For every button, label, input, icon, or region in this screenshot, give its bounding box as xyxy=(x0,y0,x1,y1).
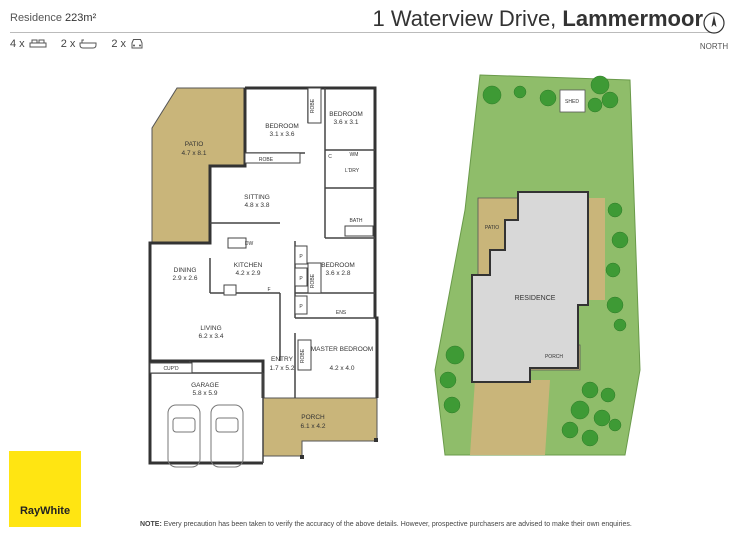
room-dims: 3.6 x 2.8 xyxy=(326,270,351,277)
room-dims: 3.6 x 3.1 xyxy=(334,119,359,126)
laundry-label: L'DRY xyxy=(345,168,360,174)
room-dims: 3.1 x 3.6 xyxy=(270,131,295,138)
residence-label: Residence xyxy=(10,12,62,24)
room-dims: 1.7 x 5.2 xyxy=(270,365,295,372)
room-dims: 6.2 x 3.4 xyxy=(199,333,224,340)
room-dims: 6.1 x 4.2 xyxy=(301,423,326,430)
fridge-label: F xyxy=(267,287,270,293)
wm-label: WM xyxy=(350,152,359,158)
cupboard-box xyxy=(149,362,193,374)
room-name: PATIO xyxy=(185,141,204,148)
brand-name: RayWhite xyxy=(19,505,71,517)
trees xyxy=(439,75,629,447)
pantry-label: P xyxy=(299,276,303,282)
room-dims: 5.8 x 5.9 xyxy=(193,390,218,397)
bathrooms-count: 2 x xyxy=(60,38,76,50)
room-name: BEDROOM xyxy=(265,123,299,130)
disclaimer-note: NOTE: Every precaution has been taken to… xyxy=(140,521,632,528)
bedrooms-count: 4 x xyxy=(10,38,25,50)
bathtub xyxy=(344,225,374,237)
room-name: BEDROOM xyxy=(329,111,363,118)
bedrooms-feature: 4 x xyxy=(10,38,47,50)
exterior-walls xyxy=(148,86,379,465)
robe-box xyxy=(307,87,322,124)
raywhite-logo: RayWhite xyxy=(9,451,81,527)
room-name: PORCH xyxy=(301,414,325,421)
header-divider xyxy=(10,32,710,33)
room-dims: 4.2 x 2.9 xyxy=(236,270,261,277)
carspaces-feature: 2 x xyxy=(111,38,144,50)
pantry-box xyxy=(294,267,308,287)
bathrooms-feature: 2 x xyxy=(61,38,98,50)
bed-icon xyxy=(29,39,47,48)
robe-box xyxy=(307,262,322,294)
dishwasher-box xyxy=(227,237,247,249)
robe-label: ROBE xyxy=(259,157,274,163)
north-compass: NORTH xyxy=(694,12,734,51)
pantry-label: P xyxy=(299,254,303,260)
site-porch-label: PORCH xyxy=(545,354,563,360)
note-label: NOTE: xyxy=(140,521,162,528)
room-name: DINING xyxy=(174,267,197,274)
robe-box xyxy=(297,339,312,371)
robe-label: ROBE xyxy=(300,348,306,363)
pantry-label: P xyxy=(299,304,303,310)
robe-strip xyxy=(244,152,301,164)
cupboard-c-label: C xyxy=(328,154,332,160)
driveway-area xyxy=(470,380,550,455)
cupboard-label: CUP'D xyxy=(163,366,179,372)
feature-summary: 4 x 2 x 2 x xyxy=(10,38,144,50)
room-name: KITCHEN xyxy=(234,262,263,269)
room-name: SITTING xyxy=(244,194,270,201)
address-street: 1 Waterview Drive, xyxy=(372,6,563,31)
note-text: Every precaution has been taken to verif… xyxy=(161,521,632,528)
room-name: MASTER BEDROOM xyxy=(311,346,373,353)
car-icon xyxy=(131,39,143,49)
robe-label: ROBE xyxy=(310,273,316,288)
ensuite-label: ENS xyxy=(336,310,347,316)
residence-area-value: 223m² xyxy=(65,12,97,24)
room-name: ENTRY xyxy=(271,356,294,363)
site-patio-label: PATIO xyxy=(485,225,499,231)
shed-footprint xyxy=(559,89,586,113)
site-plan: SHED PATIO RESIDENCE PORCH xyxy=(434,74,641,456)
room-name: GARAGE xyxy=(191,382,219,389)
residence-area: Residence 223m² xyxy=(10,12,96,24)
room-name: LIVING xyxy=(200,325,221,332)
pantry-box xyxy=(294,245,308,265)
dishwasher-label: DW xyxy=(245,241,254,247)
residence-footprint xyxy=(471,191,589,383)
floor-plan: PATIO 4.7 x 8.1 BEDROOM 3.1 x 3.6 BEDROO… xyxy=(148,86,379,468)
cooktop xyxy=(223,284,237,296)
robe-label: ROBE xyxy=(310,98,316,113)
bath-icon xyxy=(79,39,97,49)
room-dims: 2.9 x 2.6 xyxy=(173,275,198,282)
pantry-box xyxy=(294,295,308,315)
carspaces-count: 2 x xyxy=(111,38,127,50)
north-label: NORTH xyxy=(699,42,729,51)
address-suburb: Lammermoor xyxy=(562,6,703,31)
room-dims: 4.7 x 8.1 xyxy=(182,150,207,157)
room-name: BEDROOM xyxy=(321,262,355,269)
compass-icon xyxy=(703,12,725,34)
garage-cars xyxy=(167,404,244,468)
property-address: 1 Waterview Drive, Lammermoor xyxy=(373,6,703,32)
shed-label: SHED xyxy=(565,99,579,105)
bath-label: BATH xyxy=(350,218,363,224)
room-dims: 4.2 x 4.0 xyxy=(330,365,355,372)
residence-label: RESIDENCE xyxy=(515,295,556,302)
room-dims: 4.8 x 3.8 xyxy=(245,202,270,209)
